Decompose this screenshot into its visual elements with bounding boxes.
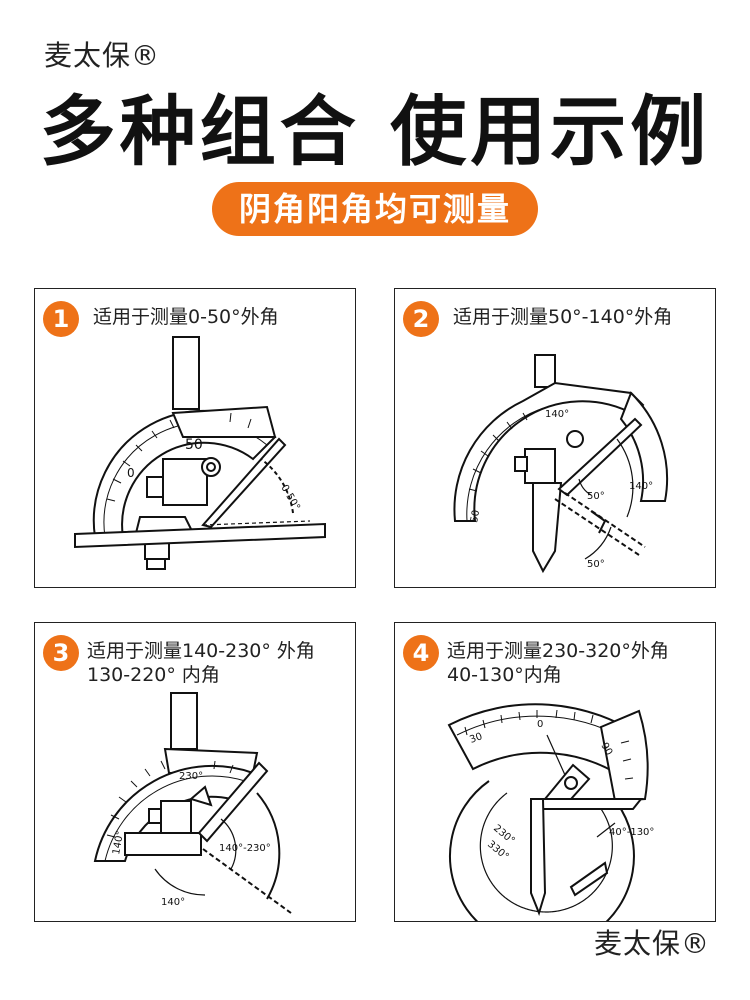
scale-label-230: 230° [179, 771, 203, 782]
caption-line-1: 适用于测量140-230° 外角 [87, 640, 315, 662]
step-badge-3: 3 [43, 635, 79, 671]
caption-line: 适用于测量0-50°外角 [93, 306, 279, 328]
caption-line-2: 130-220° 内角 [87, 664, 220, 686]
example-panel-2: 140° 50 140° 50° 50° 2 适用于测量50°-140°外角 [394, 288, 716, 588]
scale-label-0: 0 [537, 719, 543, 730]
page-title: 多种组合 使用示例 [39, 87, 711, 176]
brand-logo-top: 麦太保® [44, 39, 161, 72]
brand-logo-bottom: 麦太保® [593, 927, 710, 960]
angle-label-range: 140°-230° [219, 843, 271, 854]
step-badge-4: 4 [403, 635, 439, 671]
angle-label-40-130: 40°-130° [609, 827, 654, 838]
panel-caption-3: 适用于测量140-230° 外角 130-220° 内角 [87, 639, 315, 687]
angle-label-140: 140° [161, 897, 185, 908]
scale-label-0: 0 [127, 466, 135, 480]
scale-label-50: 50 [185, 437, 203, 453]
angle-label-50-inner: 50° [587, 491, 605, 502]
angle-label: 0-50° [278, 483, 301, 512]
panel-caption-4: 适用于测量230-320°外角 40-130°内角 [447, 639, 669, 687]
subtitle-badge: 阴角阳角均可测量 [212, 182, 538, 236]
example-panel-1: 50 0 0-50° 1 适用于测量0-50°外角 [34, 288, 356, 588]
scale-label-50: 50 [469, 509, 482, 523]
example-panel-3: 230° 140° 140°-230° 140° 3 适用于测量140-230°… [34, 622, 356, 922]
angle-label-50-outer: 50° [587, 559, 605, 570]
example-panel-4: 0 30 90 230° 330° 40°-130° 4 适用于测量230-32… [394, 622, 716, 922]
step-badge-2: 2 [403, 301, 439, 337]
caption-line: 适用于测量50°-140°外角 [453, 306, 673, 328]
protractor-diagram-3: 230° 140° 140°-230° 140° [93, 692, 292, 914]
panel-caption-2: 适用于测量50°-140°外角 [453, 305, 672, 329]
scale-label-140: 140° [111, 830, 126, 856]
caption-line-1: 适用于测量230-320°外角 [447, 640, 669, 662]
scale-label-140: 140° [545, 409, 569, 420]
caption-line-2: 40-130°内角 [447, 664, 562, 686]
protractor-diagram-2: 140° 50 140° 50° 50° [453, 354, 669, 574]
panel-caption-1: 适用于测量0-50°外角 [93, 305, 279, 329]
step-badge-1: 1 [43, 301, 79, 337]
angle-label-140: 140° [629, 481, 653, 492]
protractor-diagram-1: 50 0 0-50° [74, 336, 326, 570]
scale-label-30: 30 [468, 731, 484, 746]
protractor-diagram-4: 0 30 90 230° 330° 40°-130° [447, 703, 654, 921]
